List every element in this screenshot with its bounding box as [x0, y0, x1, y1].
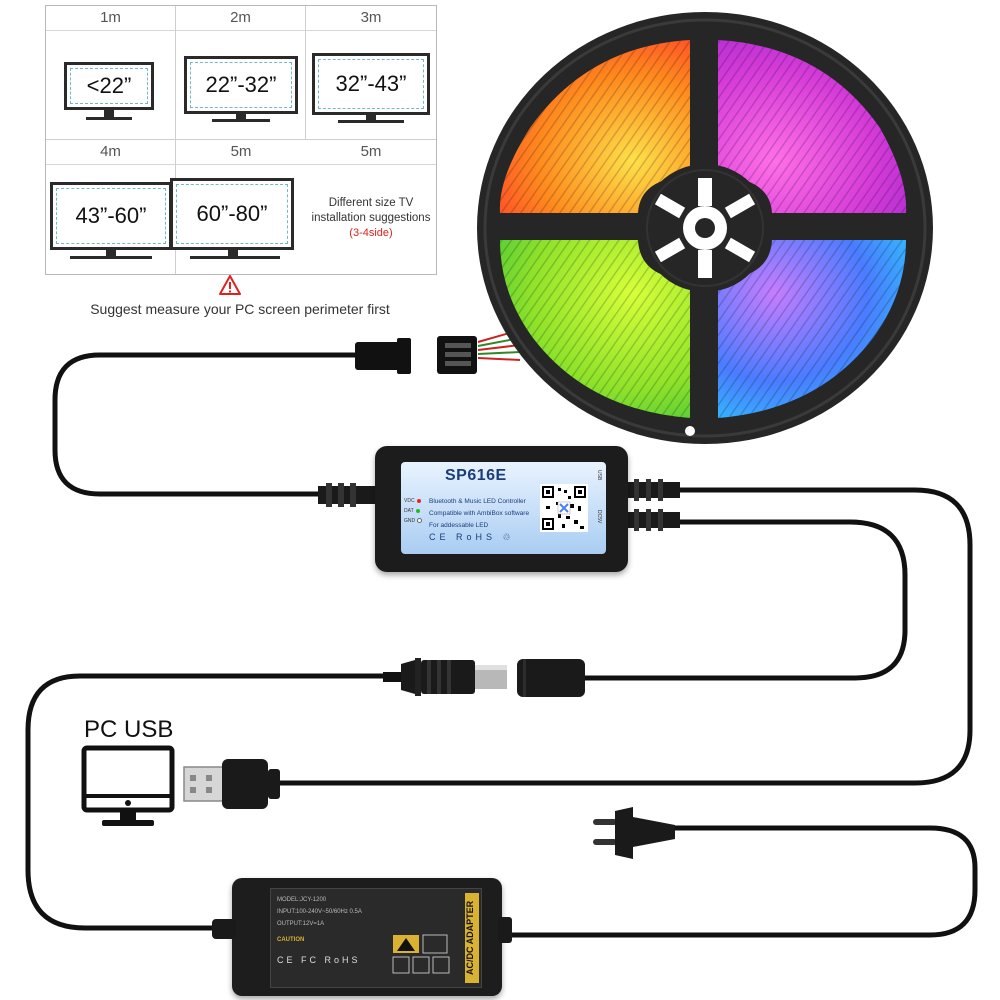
led-vdc-label: VDC	[404, 498, 415, 504]
size-cell-2m: 2m 22”-32”	[176, 6, 306, 140]
usb-port-label: USB	[596, 470, 602, 481]
note-sides: (3-4side)	[349, 227, 393, 239]
led-gnd-label: GND	[404, 518, 416, 524]
sp616e-controller: SP616E VDC DAT GND Bluetooth & Music LED…	[375, 446, 628, 572]
size-cell-1m: 1m <22”	[46, 6, 176, 140]
tv-size-label: 60”-80”	[176, 184, 288, 244]
size-cell-3m: 3m 32”-43”	[306, 6, 436, 140]
tv-size-label: 22”-32”	[190, 62, 292, 108]
warning-icon	[219, 275, 241, 295]
adapter-caution: CAUTION	[277, 937, 305, 943]
strip-length-label: 5m	[176, 140, 306, 165]
controller-left-grommet	[318, 483, 378, 507]
ac-cable	[500, 825, 978, 938]
strip-length-label: 2m	[176, 6, 305, 31]
strip-length-label: 5m	[306, 140, 436, 165]
tv-size-label: 43”-60”	[56, 188, 166, 244]
certification-marks: CE RoHS ♲	[429, 532, 515, 542]
led-strip-reel	[477, 12, 933, 444]
dc-out-cable	[585, 519, 908, 681]
tv-icon: 32”-43”	[312, 53, 430, 115]
controller-model: SP616E	[445, 467, 507, 484]
usb-plug	[183, 759, 280, 809]
tv-size-label: 32”-43”	[318, 59, 424, 109]
adapter-label: AC/DC ADAPTER MODEL:JCY-1200 INPUT:100-2…	[270, 888, 482, 988]
adapter-safety-icons	[392, 934, 450, 974]
controller-feature-line-2: Compatible with AmbiBox software	[429, 510, 530, 517]
adapter-model: MODEL:JCY-1200	[277, 897, 327, 903]
dc-female-connector	[517, 659, 585, 697]
adapter-side-plugs	[212, 917, 512, 943]
tv-size-guide: 1m <22” 2m 22”-32” 3m 32”-43” 4m 43”-60”…	[45, 5, 437, 275]
controller-feature-line-3: For addessable LED	[429, 522, 489, 529]
usb-cable	[278, 487, 973, 786]
size-cell-4m: 4m 43”-60”	[46, 140, 176, 274]
adapter-input: INPUT:100-240V~50/60Hz 0.5A	[277, 909, 362, 915]
tv-icon: <22”	[64, 62, 154, 110]
controller-label: SP616E VDC DAT GND Bluetooth & Music LED…	[401, 462, 606, 554]
strip-length-label: 3m	[306, 6, 436, 31]
led-dat-label: DAT	[404, 508, 414, 514]
note-line-1: Different size TV	[328, 197, 414, 209]
ac-dc-power-adapter: AC/DC ADAPTER MODEL:JCY-1200 INPUT:100-2…	[232, 878, 502, 996]
strip-length-label: 1m	[46, 6, 175, 31]
size-note-cell: 5m Different size TV installation sugges…	[306, 140, 436, 274]
adapter-output: OUTPUT:12V=1A	[277, 921, 325, 927]
strip-cable	[52, 352, 360, 497]
controller-feature-line-1: Bluetooth & Music LED Controller	[429, 498, 526, 505]
wall-plug	[593, 807, 675, 859]
measure-warning-text: Suggest measure your PC screen perimeter…	[90, 301, 390, 317]
strip-length-label: 4m	[46, 140, 175, 165]
qr-code-icon	[540, 484, 588, 532]
tv-icon: 60”-80”	[170, 178, 294, 250]
adapter-cert-marks: CE FC RoHS	[277, 955, 361, 965]
tv-size-label: <22”	[70, 68, 148, 104]
dc-male-connector	[383, 658, 507, 696]
pc-monitor-icon	[81, 745, 175, 826]
tv-icon: 22”-32”	[184, 56, 298, 114]
tv-icon: 43”-60”	[50, 182, 172, 250]
controller-right-grommets	[624, 479, 680, 531]
pc-usb-label: PC USB	[84, 716, 174, 743]
dc-port-label: DC5V	[596, 510, 602, 524]
strip-connector	[355, 336, 477, 374]
note-line-2: installation suggestions	[311, 212, 431, 224]
dc-in-cable	[25, 673, 383, 931]
size-cell-5m: 5m 60”-80”	[170, 140, 306, 274]
